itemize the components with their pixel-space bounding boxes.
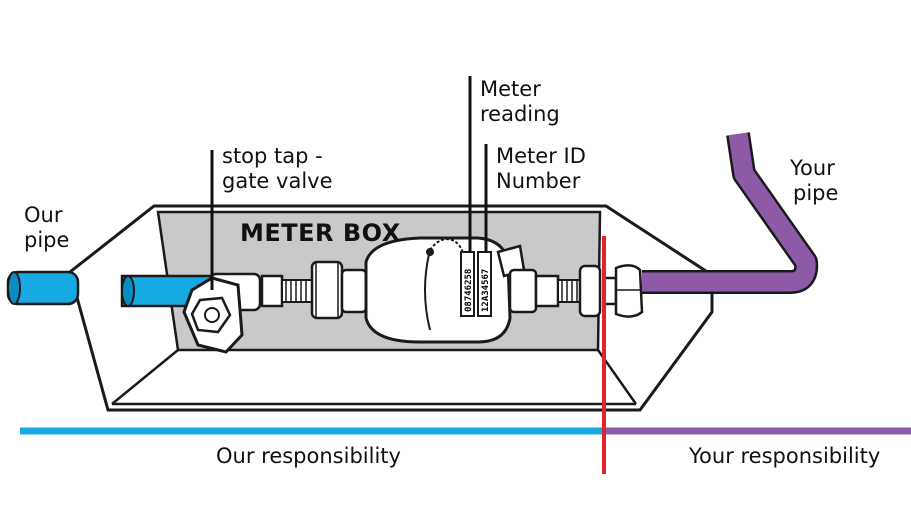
meter-id-digits: 12A34567: [481, 269, 491, 312]
our-pipe-inside-end: [121, 275, 135, 307]
right-connector: [508, 264, 602, 318]
our-pipe-label: Our pipe: [24, 203, 69, 252]
meter-box-title: METER BOX: [240, 219, 401, 247]
our-pipe-end: [7, 271, 21, 305]
meter-reading-window: [460, 251, 475, 317]
meter-reading-label: Meter reading: [480, 77, 560, 126]
your-pipe-label: Your pipe: [789, 156, 842, 205]
left-connector: [260, 260, 368, 320]
our-responsibility-label: Our responsibility: [216, 444, 401, 468]
lock-nut: [602, 264, 644, 318]
meter-id-label: Meter ID Number: [496, 144, 593, 193]
your-responsibility-label: Your responsibility: [688, 444, 880, 468]
meter-chain: [429, 238, 465, 259]
stop-tap-valve: [182, 272, 262, 354]
your-pipe-fill: [642, 132, 816, 292]
water-meter: 08746258 12A34567: [364, 236, 526, 344]
stop-tap-label: stop tap - gate valve: [222, 144, 333, 193]
meter-reading-digits: 08746258: [464, 269, 474, 312]
